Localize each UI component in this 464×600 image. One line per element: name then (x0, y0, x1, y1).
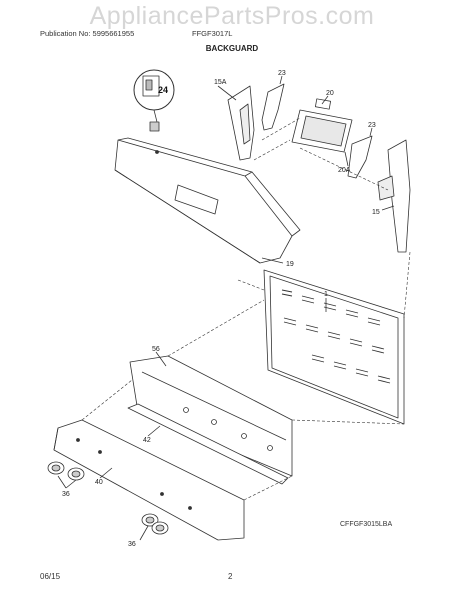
page-number: 2 (228, 572, 233, 581)
part-23-bracket-left[interactable] (261, 75, 285, 131)
callout-36-left: 36 (62, 491, 70, 498)
callout-42: 42 (143, 437, 151, 444)
part-15a-side-bracket[interactable] (217, 85, 255, 161)
callout-15: 15 (372, 209, 380, 216)
callout-36-right: 36 (128, 541, 136, 548)
part-36-knobs-right[interactable] (139, 513, 169, 541)
part-15-side-bracket[interactable] (377, 139, 411, 253)
part-36-knobs-left[interactable] (47, 461, 85, 489)
callout-56: 56 (152, 346, 160, 353)
callout-24: 24 (158, 85, 168, 95)
callout-20: 20 (326, 90, 334, 97)
publication-number: Publication No: 5995661955 (40, 29, 135, 38)
callout-15a: 15A (214, 79, 227, 86)
callout-19: 19 (286, 261, 294, 268)
part-23-bracket-right[interactable] (347, 127, 373, 179)
part-42-trim-strip[interactable] (127, 403, 289, 485)
footer-date: 06/15 (40, 572, 61, 581)
callout-23-left: 23 (278, 70, 286, 77)
part-56-manifold-panel[interactable] (129, 351, 293, 477)
model-number: FFGF3017L (192, 29, 233, 38)
part-1-rear-panel[interactable] (263, 269, 405, 425)
figure-code: CFFGF3015LBA (340, 521, 393, 528)
diagram-title: BACKGUARD (205, 44, 259, 53)
part-20-electronic-control[interactable] (291, 95, 353, 167)
part-19-control-panel[interactable] (114, 137, 301, 264)
watermark: AppliancePartsPros.com (89, 2, 375, 30)
callout-1: 1 (324, 291, 328, 298)
callout-20a: 20A (338, 167, 351, 174)
callout-23-right: 23 (368, 122, 376, 129)
callout-40: 40 (95, 479, 103, 486)
part-24-switch-detail[interactable] (133, 69, 175, 132)
assembly-lines (81, 117, 411, 501)
